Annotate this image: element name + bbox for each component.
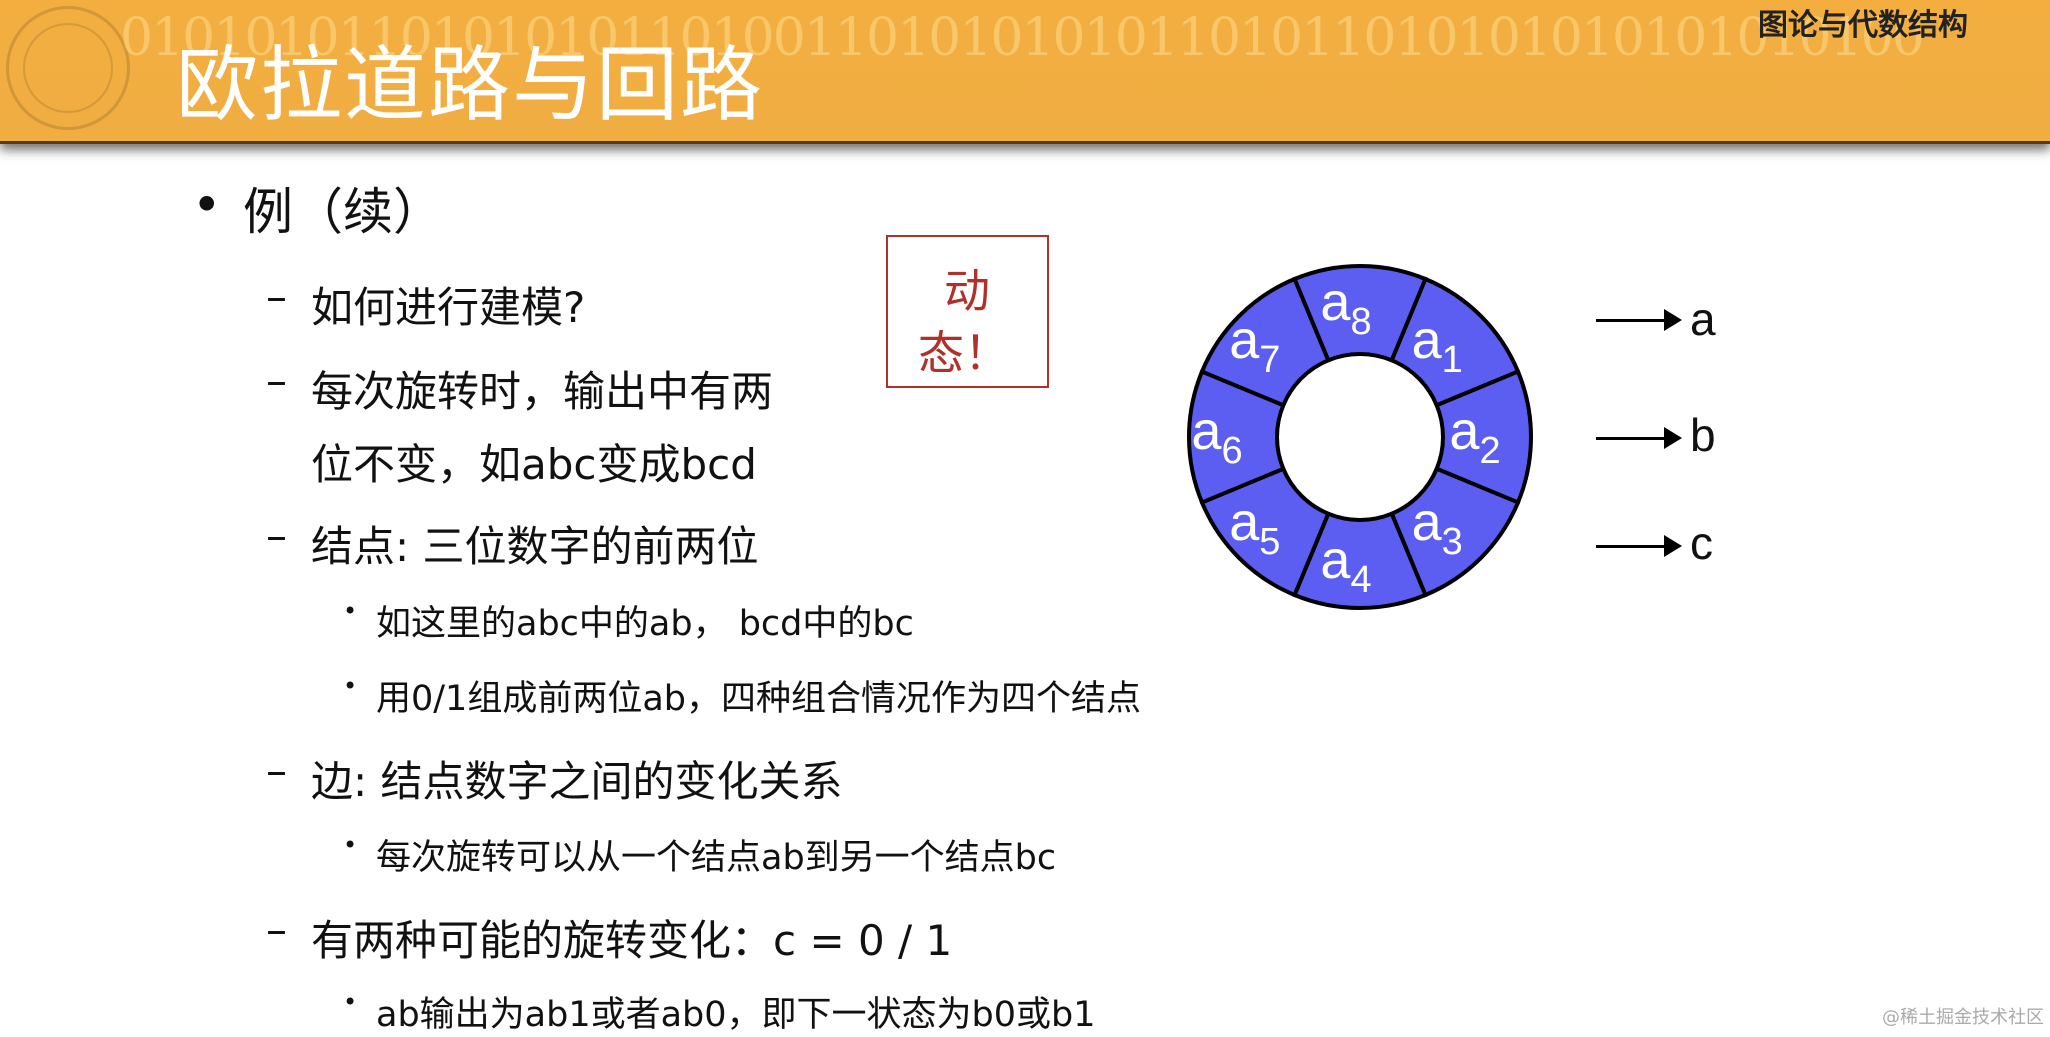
callout-line-2: 态！: [918, 326, 1010, 380]
watermark: @稀土掘金技术社区: [1882, 1007, 2044, 1028]
course-name: 图论与代数结构: [1758, 8, 1968, 43]
slide-title: 欧拉道路与回路: [176, 38, 765, 133]
sector-label-subscript: 2: [1479, 430, 1500, 472]
list-item: 有两种可能的旋转变化：c = 0 / 1: [311, 916, 953, 965]
dash-marker: –: [266, 511, 287, 560]
bullet-dot: •: [343, 988, 358, 1016]
sector-label-base: a: [1320, 272, 1351, 332]
university-seal-logo: [6, 6, 130, 130]
ring-sector: [1199, 276, 1331, 408]
sector-label-base: a: [1191, 401, 1222, 461]
bullet-dot: •: [192, 176, 222, 234]
sector-label-base: a: [1320, 530, 1351, 590]
bullet-dot: •: [343, 597, 358, 625]
sector-label: a1: [1412, 310, 1463, 381]
sector-label: a5: [1229, 492, 1280, 563]
sector-label-subscript: 7: [1259, 339, 1280, 381]
sub-list-item: 用0/1组成前两位ab，四种组合情况作为四个结点: [376, 679, 1141, 719]
dash-marker: –: [266, 356, 287, 405]
dash-marker: –: [266, 272, 287, 321]
arrow-icon: [1596, 427, 1682, 449]
arrow-icon: [1596, 535, 1682, 557]
list-item: 如何进行建模?: [311, 283, 586, 332]
sector-label-subscript: 3: [1442, 521, 1463, 563]
output-label-b: b: [1690, 409, 1716, 461]
title-bar: 0101010110101010110100110101010101101011…: [0, 0, 2050, 144]
bullet-dot: •: [343, 672, 358, 700]
sector-label-subscript: 5: [1259, 521, 1280, 563]
list-item: 每次旋转时，输出中有两: [311, 367, 774, 416]
sub-list-item: ab输出为ab1或者ab0，即下一状态为b0或b1: [376, 995, 1096, 1035]
sector-label-subscript: 6: [1221, 430, 1242, 472]
sector-label-base: a: [1412, 310, 1443, 370]
dash-marker: –: [266, 905, 287, 954]
dynamic-callout-box: 动 态！: [886, 235, 1049, 388]
sub-list-item: 如这里的abc中的ab， bcd中的bc: [376, 604, 914, 644]
sector-label: a4: [1320, 530, 1371, 601]
sector-label: a7: [1229, 310, 1280, 381]
bullet-heading: 例（续）: [243, 183, 443, 241]
output-label-a: a: [1690, 293, 1716, 345]
list-item: 边: 结点数字之间的变化关系: [311, 757, 843, 806]
sector-label-base: a: [1412, 492, 1443, 552]
sector-label-base: a: [1449, 401, 1480, 461]
output-label-c: c: [1690, 517, 1713, 569]
bullet-dot: •: [343, 831, 358, 859]
sector-label: a3: [1412, 492, 1463, 563]
arrow-icon: [1596, 309, 1682, 331]
dash-marker: –: [266, 746, 287, 795]
sector-label-subscript: 1: [1442, 339, 1463, 381]
binary-decoration: 0101010110101010110100110101010101101011…: [120, 8, 1925, 68]
sector-label: a2: [1449, 401, 1500, 472]
list-item: 结点: 三位数字的前两位: [311, 522, 759, 571]
sector-label: a6: [1191, 401, 1242, 472]
sector-label: a8: [1320, 272, 1371, 343]
sector-label-base: a: [1229, 492, 1260, 552]
callout-line-1: 动: [944, 264, 990, 318]
sector-label-subscript: 8: [1350, 301, 1371, 343]
sub-list-item: 每次旋转可以从一个结点ab到另一个结点bc: [376, 838, 1057, 878]
sector-label-base: a: [1229, 310, 1260, 370]
list-item: 位不变，如abc变成bcd: [311, 440, 757, 489]
sector-label-subscript: 4: [1350, 559, 1371, 601]
